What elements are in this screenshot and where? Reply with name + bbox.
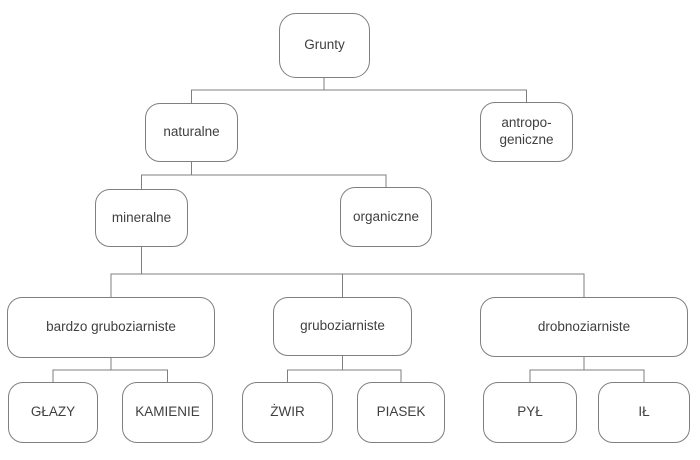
node-il: IŁ bbox=[598, 382, 690, 443]
node-grunty-label: Grunty bbox=[304, 37, 345, 53]
node-glazy: GŁAZY bbox=[8, 382, 98, 443]
node-kamienie: KAMIENIE bbox=[122, 382, 213, 443]
node-zwir: ŻWIR bbox=[242, 382, 333, 443]
node-antropogeniczne-label-line2: geniczne bbox=[499, 132, 554, 147]
node-piasek: PIASEK bbox=[357, 382, 445, 443]
node-naturalne-label: naturalne bbox=[163, 124, 220, 140]
node-antropogeniczne-label-line1: antropo- bbox=[501, 115, 552, 131]
node-kamienie-label: KAMIENIE bbox=[135, 404, 200, 420]
node-gruboziarniste: gruboziarniste bbox=[273, 297, 412, 356]
node-grunty: Grunty bbox=[279, 13, 370, 78]
node-bardzo-gruboziarniste: bardzo gruboziarniste bbox=[7, 297, 215, 358]
node-mineralne: mineralne bbox=[95, 189, 188, 247]
node-mineralne-label: mineralne bbox=[111, 209, 172, 225]
node-drobnoziarniste-label: drobnoziarniste bbox=[537, 318, 631, 334]
node-gruboziarniste-label: gruboziarniste bbox=[300, 318, 385, 334]
node-pyl-label: PYŁ bbox=[517, 404, 543, 420]
node-drobnoziarniste: drobnoziarniste bbox=[480, 297, 688, 357]
node-zwir-label: ŻWIR bbox=[270, 404, 305, 420]
node-glazy-label: GŁAZY bbox=[30, 404, 76, 420]
node-organiczne-label: organiczne bbox=[352, 208, 420, 224]
node-il-label: IŁ bbox=[638, 404, 650, 420]
node-antropogeniczne: antropo- geniczne bbox=[480, 102, 573, 162]
node-naturalne: naturalne bbox=[145, 103, 238, 162]
node-bardzo-gruboziarniste-label: bardzo gruboziarniste bbox=[46, 319, 176, 335]
node-piasek-label: PIASEK bbox=[376, 404, 426, 420]
node-pyl: PYŁ bbox=[483, 382, 577, 443]
node-organiczne: organiczne bbox=[340, 187, 432, 247]
